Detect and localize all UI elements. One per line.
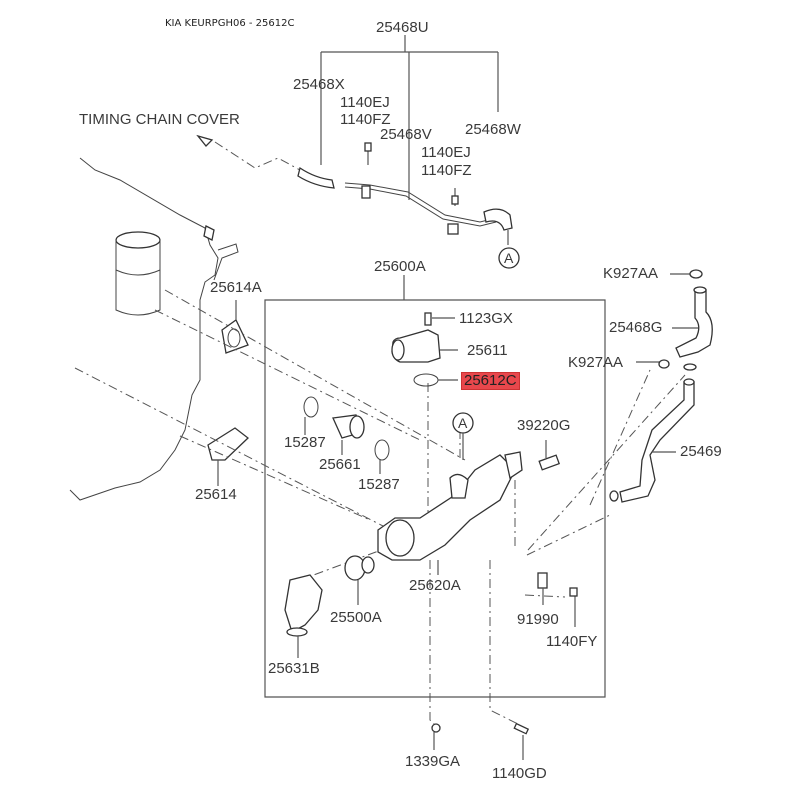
part-label-1140FZ-b[interactable]: 1140FZ: [421, 162, 472, 179]
upper-coolant-pipe: [297, 142, 520, 269]
part-label-15287-b[interactable]: 15287: [358, 476, 400, 493]
clamp-K927AA-a: [670, 269, 703, 279]
hose-25469: [609, 378, 695, 503]
ref-A-mid: [452, 412, 474, 460]
part-label-1140EJ-b[interactable]: 1140EJ: [421, 144, 471, 161]
part-label-25612C-highlighted[interactable]: 25612C: [461, 372, 520, 390]
part-label-1339GA[interactable]: 1339GA: [405, 753, 461, 770]
part-label-25468X[interactable]: 25468X: [293, 76, 345, 93]
oring-25612C: [413, 373, 458, 387]
part-label-25631B[interactable]: 25631B: [268, 660, 320, 677]
pipe-25661: [332, 414, 365, 455]
engine-block: [69, 157, 239, 501]
part-label-25614[interactable]: 25614: [195, 486, 237, 503]
part-label-25469[interactable]: 25469: [680, 443, 722, 460]
alignment-lines: [74, 289, 686, 729]
part-label-15287-a[interactable]: 15287: [284, 434, 326, 451]
part-label-1140FZ-a[interactable]: 1140FZ: [340, 111, 391, 128]
part-label-91990[interactable]: 91990: [517, 611, 559, 628]
part-label-K927AA-b[interactable]: K927AA: [568, 354, 624, 371]
thermostat-25500A: [344, 555, 375, 605]
housing-25620A: [377, 451, 523, 575]
leader-25468U: [320, 35, 499, 200]
ref-label-A-mid: A: [458, 415, 468, 431]
part-label-1140FY[interactable]: 1140FY: [546, 633, 598, 650]
timing-chain-cover-label: TIMING CHAIN COVER: [79, 111, 240, 128]
bolt-1140GD: [513, 722, 530, 760]
part-label-1140EJ-a[interactable]: 1140EJ: [340, 94, 390, 111]
part-label-25500A[interactable]: 25500A: [330, 609, 382, 626]
part-label-25468V[interactable]: 25468V: [380, 126, 432, 143]
outlet-25611: [391, 312, 458, 363]
nut-1339GA: [431, 723, 441, 750]
part-label-25468G[interactable]: 25468G: [609, 319, 663, 336]
gasket-25614: [207, 427, 249, 486]
part-label-25611[interactable]: 25611: [467, 342, 508, 359]
inlet-25631B: [284, 574, 323, 658]
clamp-K927AA-b: [636, 359, 697, 371]
part-label-25614A[interactable]: 25614A: [210, 279, 262, 296]
part-label-1140GD[interactable]: 1140GD: [492, 765, 547, 782]
part-label-25620A[interactable]: 25620A: [409, 577, 461, 594]
bracket-91990: [537, 572, 578, 627]
part-label-25600A[interactable]: 25600A: [374, 258, 426, 275]
assembly-box-25600A: [264, 275, 606, 698]
part-label-25468U[interactable]: 25468U: [376, 19, 429, 36]
page-header: KIA KEURPGH06 - 25612C: [165, 18, 295, 29]
ref-label-A-top: A: [504, 250, 514, 266]
timing-chain-arrow: [196, 134, 301, 171]
hose-25468G: [672, 286, 713, 358]
oring-15287-a: [303, 396, 319, 435]
oring-15287-b: [374, 439, 390, 474]
part-label-25468W[interactable]: 25468W: [465, 121, 521, 138]
part-label-K927AA-a[interactable]: K927AA: [603, 265, 659, 282]
part-label-39220G[interactable]: 39220G: [517, 417, 571, 434]
sensor-39220G: [538, 440, 561, 471]
part-label-1123GX[interactable]: 1123GX: [459, 310, 513, 327]
part-label-25661[interactable]: 25661: [319, 456, 361, 473]
gasket-25614A: [221, 300, 249, 354]
